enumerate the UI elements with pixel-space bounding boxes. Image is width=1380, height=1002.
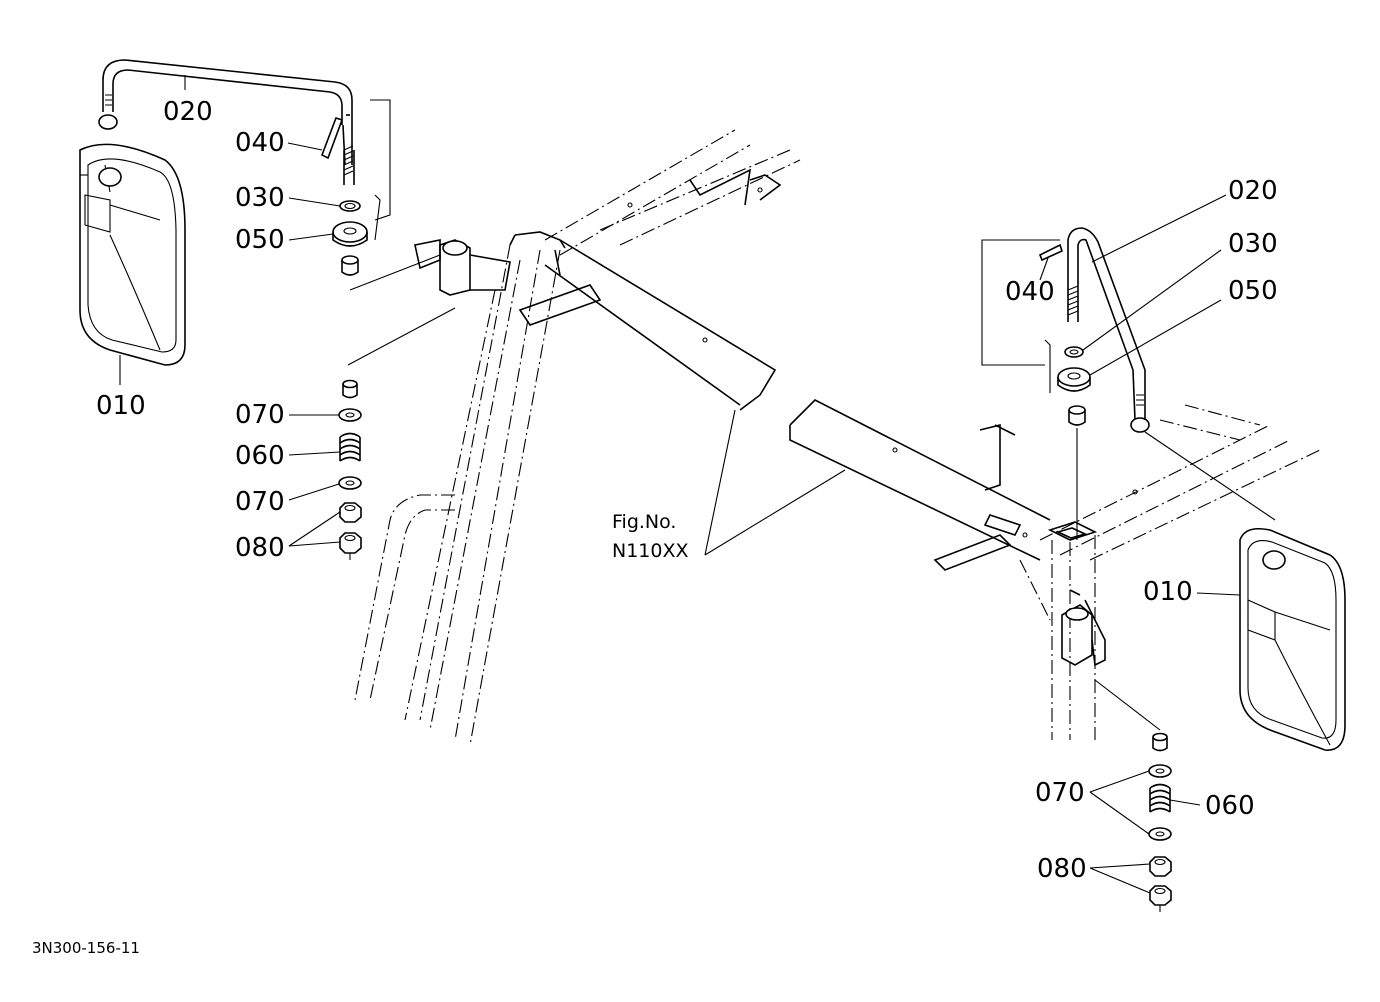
callout-left-060: 060 bbox=[235, 441, 285, 471]
nut-left-upper bbox=[339, 502, 362, 523]
pin-right bbox=[1038, 243, 1063, 262]
nut-left-lower bbox=[339, 532, 362, 554]
callout-left-020: 020 bbox=[163, 97, 213, 127]
figure-reference-line2: N110XX bbox=[612, 540, 689, 562]
collar-lower-right bbox=[1152, 732, 1168, 752]
washer-right-070-upper bbox=[1148, 764, 1172, 778]
mirror-bracket-left bbox=[414, 239, 511, 296]
pin-left bbox=[320, 116, 344, 160]
mirror-glass-left bbox=[79, 143, 186, 366]
callout-left-040: 040 bbox=[235, 128, 285, 158]
o-ring-left bbox=[339, 200, 361, 212]
spring-right bbox=[1149, 783, 1171, 813]
collar-right bbox=[1068, 405, 1086, 426]
callout-left-070-lower: 070 bbox=[235, 487, 285, 517]
right-mirror-assembly bbox=[981, 227, 1346, 912]
left-mirror-assembly bbox=[79, 59, 511, 560]
washer-left-070-upper bbox=[338, 408, 362, 422]
mirror-glass-right bbox=[1239, 527, 1346, 751]
nut-right-lower bbox=[1149, 885, 1172, 906]
nut-right-upper bbox=[1149, 856, 1172, 877]
washer-left-050 bbox=[332, 221, 368, 247]
callout-right-030: 030 bbox=[1228, 229, 1278, 259]
collar-left bbox=[341, 255, 359, 276]
callout-right-040: 040 bbox=[1005, 277, 1055, 307]
document-id: 3N300-156-11 bbox=[32, 939, 140, 957]
mirror-bracket-right bbox=[1061, 589, 1106, 667]
washer-right-050 bbox=[1057, 367, 1091, 392]
callout-labels: 010 020 040 030 050 070 060 070 080 020 … bbox=[32, 97, 1278, 957]
mirror-stay-left bbox=[98, 59, 355, 185]
collar-lower-left bbox=[342, 379, 358, 399]
washer-left-070-lower bbox=[338, 476, 362, 490]
callout-left-070-upper: 070 bbox=[235, 400, 285, 430]
callout-right-010: 010 bbox=[1143, 577, 1193, 607]
spring-left bbox=[339, 432, 361, 462]
callout-right-070: 070 bbox=[1035, 778, 1085, 808]
callout-left-010: 010 bbox=[96, 391, 146, 421]
callout-left-030: 030 bbox=[235, 183, 285, 213]
leader-lines bbox=[119, 75, 1241, 894]
figure-reference-line1: Fig.No. bbox=[612, 511, 676, 533]
cab-frame bbox=[354, 129, 1321, 746]
callout-right-060: 060 bbox=[1205, 791, 1255, 821]
callout-left-080: 080 bbox=[235, 533, 285, 563]
callout-right-050: 050 bbox=[1228, 276, 1278, 306]
callout-right-080: 080 bbox=[1037, 854, 1087, 884]
callout-right-020: 020 bbox=[1228, 176, 1278, 206]
mirror-stay-right bbox=[1067, 227, 1150, 433]
callout-left-050: 050 bbox=[235, 225, 285, 255]
o-ring-right bbox=[1064, 346, 1084, 358]
washer-right-070-lower bbox=[1148, 827, 1172, 841]
